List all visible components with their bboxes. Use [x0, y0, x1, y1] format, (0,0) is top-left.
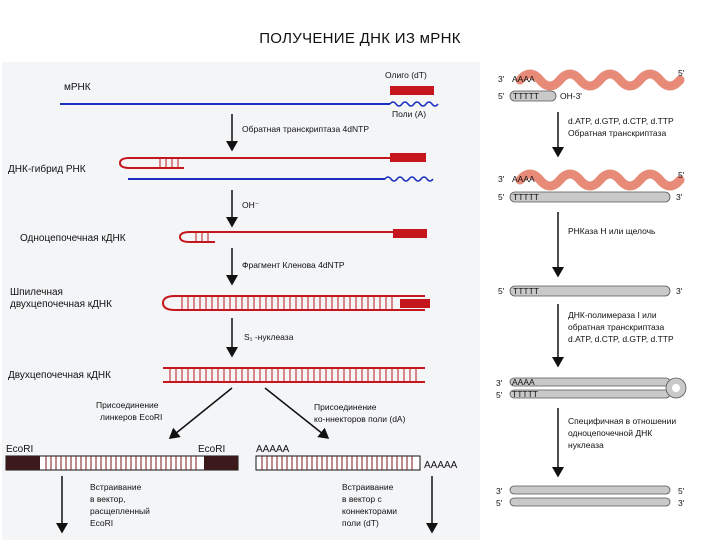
r-aaaa-1: AAAA [512, 74, 535, 84]
ecori-duplex-box [5, 455, 239, 471]
ecori-label-a: EcoRI [6, 444, 33, 455]
insert-right-2: в вектор с [342, 494, 382, 504]
polyda-duplex-box [255, 455, 421, 471]
right-primer-1 [509, 90, 557, 102]
r-5prime-1b: 5' [498, 91, 505, 101]
ds-rungs [169, 368, 417, 382]
r-dntp-1: d.ATP, d.GTP, d.CTP, d.TTP [568, 116, 674, 126]
r-5prime-5b: 5' [678, 486, 685, 496]
r-3prime-1: 3' [498, 74, 505, 84]
single-strand-rungs [195, 232, 209, 242]
insert-left-1: Встраивание [90, 482, 142, 492]
r-oh3: OH-3' [560, 91, 582, 101]
r-3prime-2: 3' [498, 174, 505, 184]
r-rt: Обратная транскриптаза [568, 128, 666, 138]
r-5prime-2: 5' [678, 170, 685, 180]
hybrid-rungs [159, 158, 179, 168]
r-nuc-1: Специфичная в отношении [568, 416, 676, 426]
insert-left-4: EcoRI [90, 518, 113, 528]
hybrid-polya [384, 176, 434, 182]
insert-left-3: расщепленный [90, 506, 150, 516]
ecori-rungs [45, 456, 197, 470]
r-3prime-5b: 3' [678, 498, 685, 508]
right-mrna-2 [515, 169, 685, 191]
oligo-dt-primer [390, 86, 434, 95]
r-5prime-2b: 5' [498, 192, 505, 202]
hairpin-rungs [181, 296, 393, 310]
connectors-label-2: ко-ннекторов поли (dA) [314, 414, 406, 424]
r-tttt-3: TTTTT [513, 286, 539, 296]
insert-right-1: Встраивание [342, 482, 394, 492]
arrow-branch-left [168, 387, 233, 439]
r-pol-2: обратная транскриптаза [568, 322, 665, 332]
arrow-branch-right [264, 387, 330, 439]
single-strand-cdna [178, 231, 425, 243]
insert-left-2: в вектор, [90, 494, 125, 504]
r-tttt-2: TTTTT [513, 192, 539, 202]
hairpin-label-2: двухцепочечная кДНК [10, 299, 112, 310]
r-aaaa-2: AAAA [512, 174, 535, 184]
r-rnase: РНКаза Н или щелочь [568, 226, 656, 236]
r-5prime-3: 5' [498, 286, 505, 296]
right-ds-top [509, 485, 671, 495]
ecori-label-b: EcoRI [198, 444, 225, 455]
r-nuc-2: одноцепочечной ДНК [568, 428, 652, 438]
r-pol-1: ДНК-полимераза I или [568, 310, 657, 320]
oh-label: ОН⁻ [242, 200, 260, 210]
single-strand-primer [393, 229, 427, 238]
r-nuc-3: нуклеаза [568, 440, 604, 450]
insert-right-3: коннекторами [342, 506, 397, 516]
rt-label: Обратная транскриптаза 4dNTP [242, 124, 369, 134]
r-aaaaa-4: AAAA [512, 377, 535, 387]
insert-right-4: поли (dT) [342, 518, 379, 528]
r-3prime-4: 3' [496, 378, 503, 388]
right-hairpin-loop-hole [672, 384, 680, 392]
r-5prime-4: 5' [496, 390, 503, 400]
hybrid-cdna [118, 157, 425, 169]
ecori-linker-left [6, 456, 40, 470]
hairpin-label-1: Шпилечная [10, 287, 63, 298]
right-cdna-3 [509, 285, 671, 297]
r-tttt-1: TTTTT [513, 91, 539, 101]
right-ds-bottom [509, 497, 671, 507]
hairpin-duplex [161, 295, 425, 311]
linkers-label-2: линкеров EcoRI [100, 412, 162, 422]
hybrid-primer [390, 153, 426, 162]
r-3prime-3: 3' [676, 286, 683, 296]
r-3prime-5: 3' [496, 486, 503, 496]
r-3prime-2b: 3' [676, 192, 683, 202]
right-cdna-2 [509, 191, 671, 203]
r-5prime-5: 5' [496, 498, 503, 508]
klenow-label: Фрагмент Кленова 4dNTP [242, 260, 345, 270]
connectors-label-1: Присоединение [314, 402, 377, 412]
linkers-label-1: Присоединение [96, 400, 159, 410]
aaaaa-label-b: AAAAA [424, 460, 458, 471]
page-title: ПОЛУЧЕНИЕ ДНК ИЗ мРНК [259, 30, 461, 47]
hairpin-primer [400, 299, 430, 308]
r-tttt-4: TTTTT [512, 389, 538, 399]
single-strand-label: Одноцепочечная кДНК [20, 233, 126, 244]
hybrid-label: ДНК-гибрид РНК [8, 163, 86, 175]
oligo-label: Олиго (dT) [385, 70, 427, 80]
polyda-rungs [261, 456, 413, 470]
mrna-label: мРНК [64, 82, 91, 93]
polya-tail [389, 101, 439, 107]
aaaaa-label-a: AAAAA [256, 444, 290, 455]
r-5prime-1: 5' [678, 68, 685, 78]
r-pol-3: d.ATP, d.CTP, d.GTP, d.TTP [568, 334, 674, 344]
s1-label: S₁ -нуклеаза [244, 332, 294, 342]
ds-label: Двухцепочечная кДНК [8, 370, 111, 381]
right-mrna-1 [515, 69, 685, 91]
ecori-linker-right [204, 456, 238, 470]
polya-label: Поли (А) [392, 109, 426, 119]
